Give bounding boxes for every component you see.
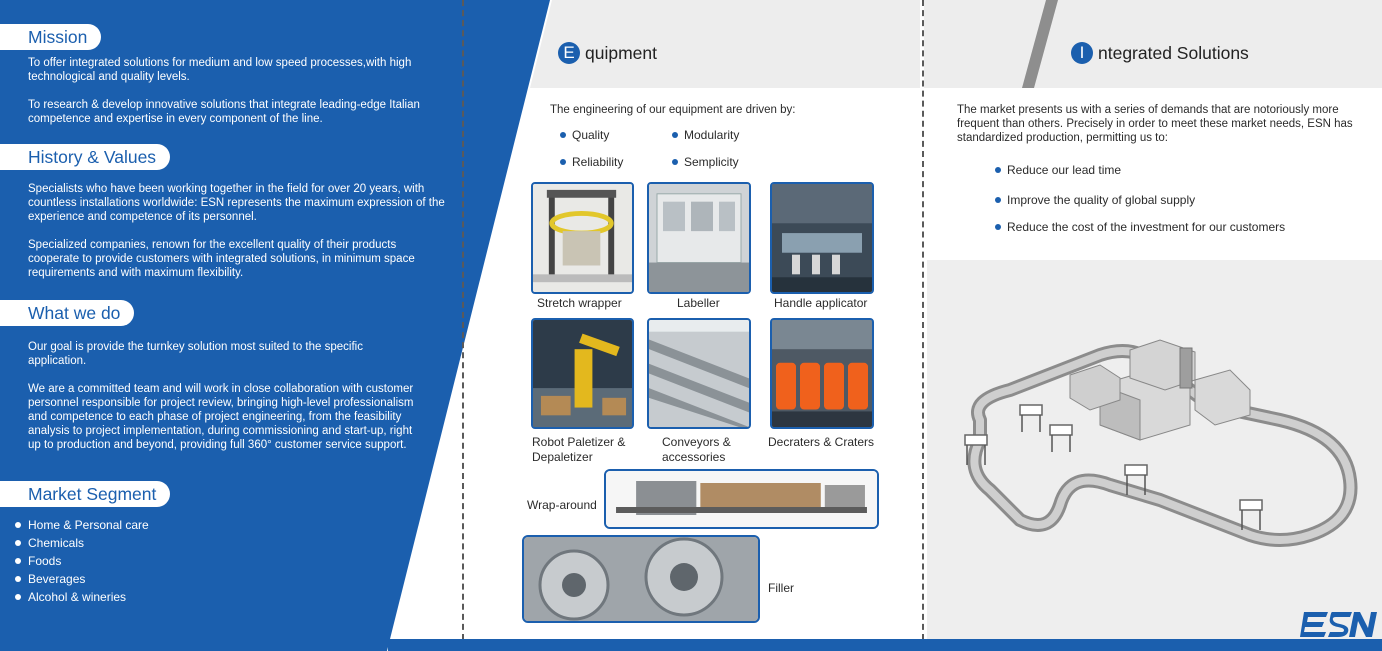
quality-bullet: Quality xyxy=(560,128,609,142)
tile-caption: Decraters & Craters xyxy=(768,435,875,449)
list-item: Home & Personal care xyxy=(14,516,149,534)
investment-cost-bullet: Reduce the cost of the investment for ou… xyxy=(995,220,1285,234)
decraters-photo xyxy=(770,318,874,429)
mission-heading: Mission xyxy=(0,24,102,50)
tile-caption: Conveyors & accessories xyxy=(662,435,731,464)
reliability-bullet: Reliability xyxy=(560,155,623,169)
filler-machine-photo xyxy=(522,535,760,623)
fold-line-left xyxy=(462,0,464,640)
history-paragraph-2: Specialized companies, renown for the ex… xyxy=(28,239,415,279)
mission-paragraph-2: To research & develop innovative solutio… xyxy=(28,99,420,125)
whatwedo-paragraph-1: Our goal is provide the turnkey solution… xyxy=(28,341,363,367)
integrated-initial: I xyxy=(1071,42,1093,64)
modularity-bullet: Modularity xyxy=(672,128,739,142)
tile-caption: Handle applicator xyxy=(774,296,868,310)
whatwedo-heading: What we do xyxy=(0,300,135,326)
robot-palletizer-photo xyxy=(531,318,634,429)
list-item: Chemicals xyxy=(14,534,149,552)
whatwedo-paragraph-2: We are a committed team and will work in… xyxy=(28,383,414,451)
conveyors-photo xyxy=(647,318,751,429)
footer-bar xyxy=(388,639,1382,651)
equipment-heading: quipment xyxy=(585,43,657,63)
semplicity-bullet: Semplicity xyxy=(672,155,739,169)
equipment-intro: The engineering of our equipment are dri… xyxy=(550,104,796,116)
filler-label: Filler xyxy=(768,581,794,595)
production-line-illustration xyxy=(964,339,1358,547)
integrated-heading: ntegrated Solutions xyxy=(1098,43,1249,63)
stretch-wrapper-photo xyxy=(531,182,634,294)
equipment-initial: E xyxy=(558,42,580,64)
equipment-header-band xyxy=(530,0,920,88)
tile-caption: Robot Paletizer & Depaletizer xyxy=(532,435,626,464)
tile-caption: Labeller xyxy=(677,296,720,310)
integrated-intro: The market presents us with a series of … xyxy=(957,104,1353,144)
market-heading: Market Segment xyxy=(0,481,171,507)
list-item: Beverages xyxy=(14,570,149,588)
history-heading: History & Values xyxy=(0,144,171,170)
mission-paragraph-1: To offer integrated solutions for medium… xyxy=(28,57,412,83)
history-text: Specialists who have been working togeth… xyxy=(28,182,448,280)
supply-quality-bullet: Improve the quality of global supply xyxy=(995,193,1195,207)
wraparound-machine-photo xyxy=(604,469,879,529)
mission-text: To offer integrated solutions for medium… xyxy=(28,56,448,126)
tile-caption: Stretch wrapper xyxy=(537,296,622,310)
handle-applicator-photo xyxy=(770,182,874,294)
history-paragraph-1: Specialists who have been working togeth… xyxy=(28,183,445,223)
fold-line-right xyxy=(922,0,924,640)
lead-time-bullet: Reduce our lead time xyxy=(995,163,1121,177)
market-segment-list: Home & Personal care Chemicals Foods Bev… xyxy=(14,516,149,606)
illustration-background xyxy=(927,260,1382,640)
list-item: Foods xyxy=(14,552,149,570)
labeller-photo xyxy=(647,182,751,294)
esn-logo xyxy=(1300,612,1377,637)
whatwedo-text: Our goal is provide the turnkey solution… xyxy=(28,340,423,452)
wraparound-label: Wrap-around xyxy=(527,498,597,512)
list-item: Alcohol & wineries xyxy=(14,588,149,606)
